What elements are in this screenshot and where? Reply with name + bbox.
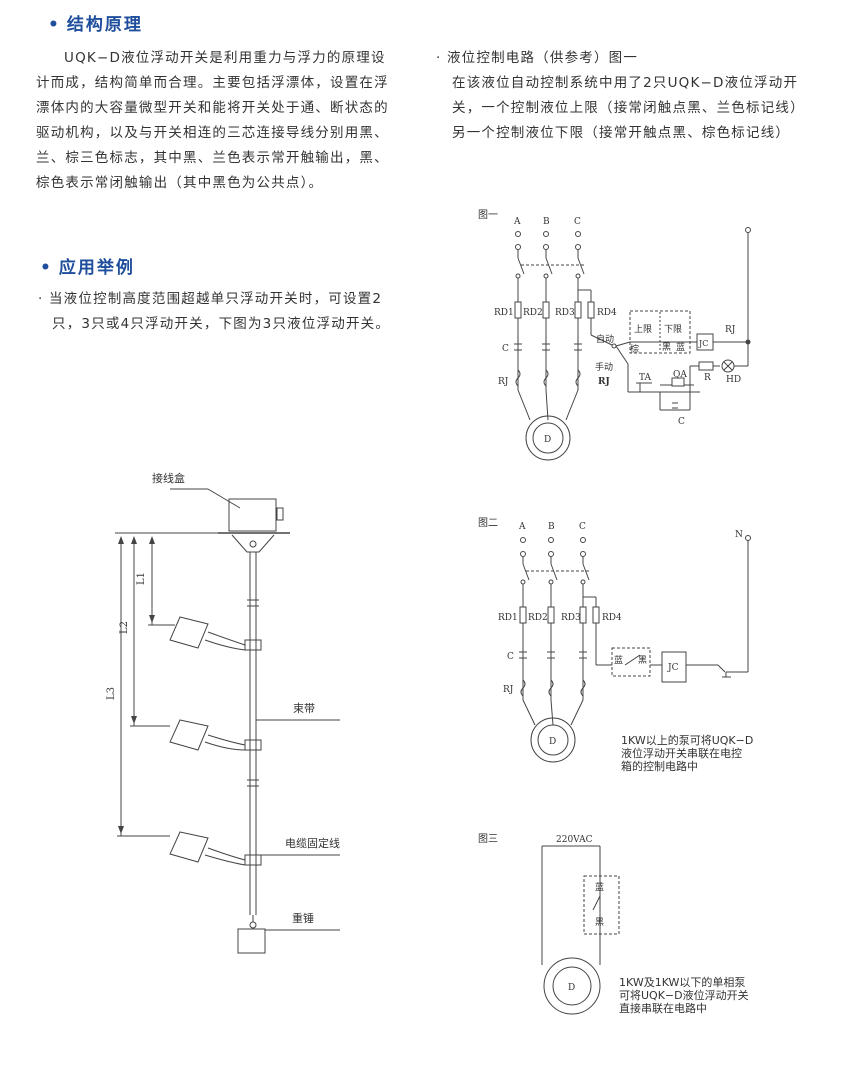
fig1-rd1: RD1	[494, 308, 514, 318]
junction-box	[228, 498, 277, 532]
section-title-structure: •结构原理	[48, 10, 143, 35]
application-paragraph: · 当液位控制高度范围超越单只浮动开关时，可设置2只，3只或4只浮动开关，下图为…	[38, 291, 391, 332]
fig2-relay: RJ	[503, 685, 514, 695]
fig1-label: 图一	[478, 209, 498, 221]
fig2-note-line: 1KW以上的泵可将UQK−D	[621, 734, 754, 747]
weight	[237, 928, 266, 954]
fig2-note-line: 箱的控制电路中	[621, 760, 698, 773]
fig1-rj-switch: RJ	[598, 377, 610, 387]
fig2-phase-c: C	[579, 522, 586, 532]
fig1-rd4: RD4	[597, 308, 617, 318]
installation-diagram: 接线盒 束带 电缆固定线 重锤 L1 L2 L3	[106, 471, 340, 954]
fig2-rd3: RD3	[561, 613, 581, 623]
fig2-rd1: RD1	[498, 613, 518, 623]
fig1-relay: RJ	[498, 377, 509, 387]
label-l2: L2	[119, 621, 130, 634]
fig1-ta: TA	[639, 373, 652, 383]
fig1-upper: 上限	[634, 324, 652, 335]
fig3-note-line: 直接串联在电路中	[619, 1002, 707, 1015]
fig1-rj2: RJ	[725, 325, 736, 335]
label-weight: 重锤	[292, 911, 314, 925]
fig2-n: N	[735, 530, 743, 540]
circuit-figure-2: 图二 A B C N RD1 RD2 RD3 RD4 C RJ D 蓝 黑 JC	[478, 517, 751, 763]
fig1-jc: JC	[698, 339, 708, 348]
fig2-jc: JC	[667, 663, 679, 673]
fig1-hd: HD	[726, 375, 741, 385]
fig1-lower: 下限	[664, 324, 682, 335]
fig3-label: 图三	[478, 833, 498, 845]
fig1-phase-a: A	[513, 217, 521, 227]
circuit-figure-1: 图一 A B C RD1 RD2 RD3 RD4 C RJ D 自动 手动 RJ…	[478, 209, 751, 461]
fig3-note-line: 1KW及1KW以下的单相泵	[619, 976, 746, 989]
section-title-text: 应用举例	[58, 258, 135, 278]
fig3-note-line: 可将UQK−D液位浮动开关	[619, 989, 749, 1002]
label-l1: L1	[136, 572, 147, 585]
fig2-contactor: C	[507, 652, 514, 662]
fig1-rd3: RD3	[555, 308, 575, 318]
circuit-intro-heading: · 液位控制电路（供参考）图一	[436, 50, 639, 66]
fig2-black: 黑	[638, 655, 647, 666]
fig1-motor: D	[544, 435, 551, 445]
float-1	[169, 616, 209, 649]
fig2-note: 1KW以上的泵可将UQK−D 液位浮动开关串联在电控 箱的控制电路中	[621, 734, 753, 773]
fig2-phase-b: B	[548, 522, 555, 532]
label-junction-box: 接线盒	[152, 471, 185, 485]
label-l3: L3	[106, 687, 117, 700]
section-title-application: •应用举例	[40, 253, 135, 278]
fig2-phase-a: A	[518, 522, 526, 532]
fig3-black: 黑	[595, 917, 604, 928]
fig1-blue: 蓝	[676, 341, 685, 353]
fig3-voltage: 220VAC	[556, 835, 593, 845]
fig1-black: 黑	[662, 342, 671, 353]
fig2-rd4: RD4	[602, 613, 622, 623]
fig2-label: 图二	[478, 517, 498, 529]
section-title-text: 结构原理	[66, 15, 143, 35]
circuit-intro-paragraph: 在该液位自动控制系统中用了2只UQK−D液位浮动开关，一个控制液位上限（接常闭触…	[452, 75, 799, 141]
float-3	[169, 831, 209, 863]
label-strap: 束带	[293, 702, 315, 715]
fig1-r: R	[704, 373, 711, 383]
structure-paragraph: UQK−D液位浮动开关是利用重力与浮力的原理设计而成，结构简单而合理。主要包括浮…	[36, 50, 389, 191]
fig1-qa: QA	[673, 370, 687, 380]
fig2-rd2: RD2	[528, 613, 548, 623]
fig3-motor: D	[568, 983, 575, 993]
fig3-blue: 蓝	[595, 881, 604, 893]
fig1-manual: 手动	[595, 361, 613, 373]
bullet: •	[40, 258, 53, 278]
motor	[525, 415, 571, 461]
fig1-brown: 棕	[630, 343, 639, 355]
fig3-note: 1KW及1KW以下的单相泵 可将UQK−D液位浮动开关 直接串联在电路中	[619, 976, 749, 1015]
bullet: •	[48, 15, 61, 35]
fig2-motor: D	[549, 737, 556, 747]
motor	[530, 717, 576, 763]
fig1-phase-b: B	[543, 217, 550, 227]
fig1-rd2: RD2	[523, 308, 543, 318]
float-2	[169, 719, 209, 751]
fig1-auto: 自动	[596, 333, 614, 345]
fig2-note-line: 液位浮动开关串联在电控	[621, 747, 742, 760]
label-cable-fix: 电缆固定线	[285, 836, 340, 850]
circuit-figure-3: 图三 220VAC 蓝 黑 D	[478, 833, 620, 1015]
motor	[543, 957, 601, 1015]
fig1-c2: C	[678, 417, 685, 427]
fig1-contactor: C	[502, 344, 509, 354]
fig2-blue: 蓝	[614, 654, 623, 666]
fig1-phase-c: C	[574, 217, 581, 227]
